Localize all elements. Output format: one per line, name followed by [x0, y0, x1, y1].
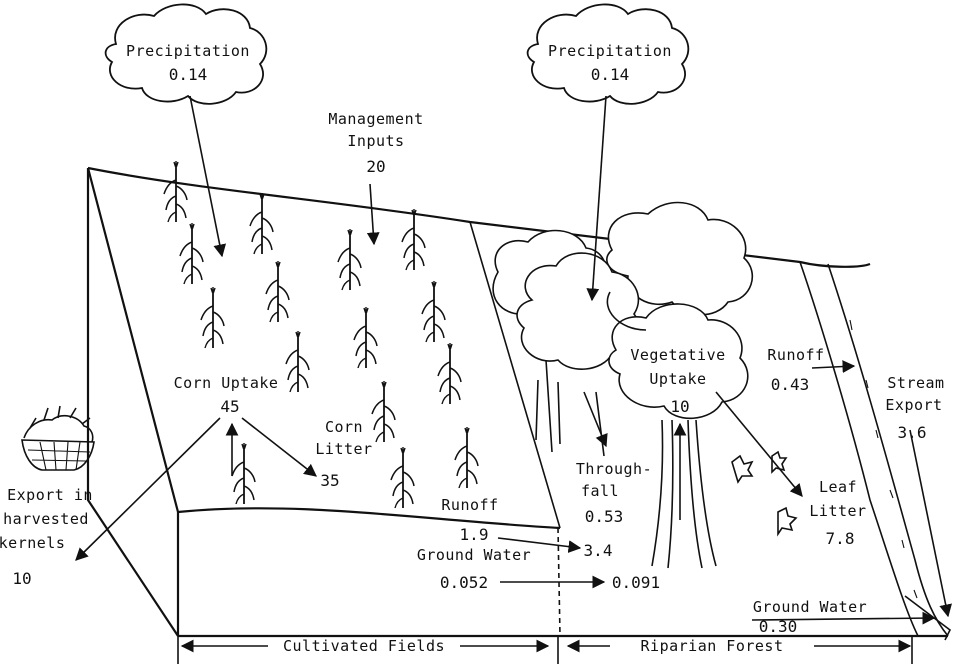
groundwater-forest-value: 0.30	[759, 617, 798, 636]
runoff-field-label: Runoff	[441, 496, 498, 514]
fallen-leaf-icon	[731, 450, 798, 537]
corn-plant-icon	[200, 286, 225, 349]
management-label-line2: Inputs	[347, 132, 404, 150]
flow-arrows	[75, 95, 952, 664]
precipitation-cloud-right	[526, 3, 690, 105]
corn-plant-icon	[371, 380, 396, 443]
export-label-line2: harvested	[3, 510, 89, 528]
throughfall-value: 0.53	[585, 507, 624, 526]
corn-plant-icon	[231, 442, 256, 505]
corn-plant-icon	[249, 192, 274, 255]
management-label-line1: Management	[328, 110, 423, 128]
corn-plant-icon	[163, 160, 188, 223]
harvest-basket-icon	[21, 405, 95, 471]
throughfall-label-line2: fall	[581, 482, 619, 500]
vegetative-uptake-label-line2: Uptake	[649, 370, 706, 388]
landscape-block	[86, 166, 952, 641]
throughfall-label-line1: Through-	[576, 460, 652, 478]
corn-uptake-value: 45	[220, 397, 239, 416]
export-label-line1: Export in	[7, 486, 93, 504]
corn-plant-icon	[390, 446, 415, 509]
corn-litter-label-line2: Litter	[315, 440, 372, 458]
groundwater-forest-label: Ground Water	[753, 598, 867, 616]
runoff-forest-label: Runoff	[767, 346, 824, 364]
corn-plant-icon	[337, 228, 362, 291]
riparian-trees	[492, 201, 754, 569]
corn-plant-icon	[401, 208, 426, 271]
corn-plant-icon	[285, 330, 310, 393]
groundwater-field-label: Ground Water	[417, 546, 531, 564]
stream-export-value: 3.6	[898, 423, 927, 442]
corn-plant-icon	[454, 426, 479, 489]
precipitation-label-right: Precipitation	[548, 42, 672, 60]
precipitation-label-left: Precipitation	[126, 42, 250, 60]
groundwater-field-value: 0.052	[440, 573, 488, 592]
corn-plant-icon	[421, 280, 446, 343]
leaf-litter-label-line1: Leaf	[819, 478, 857, 496]
stream-export-label-line2: Export	[885, 396, 942, 414]
corn-plant-icon	[179, 222, 204, 285]
corn-litter-value: 35	[320, 471, 339, 490]
corn-plant-icon	[353, 306, 378, 369]
riparian-forest-label: Riparian Forest	[641, 637, 784, 655]
vegetative-uptake-value: 10	[670, 397, 689, 416]
cultivated-fields-label: Cultivated Fields	[283, 637, 445, 655]
corn-litter-label-line1: Corn	[325, 418, 363, 436]
export-label-line3: kernels	[0, 534, 65, 552]
precipitation-value-left: 0.14	[169, 65, 208, 84]
corn-plant-icon	[437, 342, 462, 405]
vegetative-uptake-label-line1: Vegetative	[630, 346, 725, 364]
runoff-forest-value: 0.43	[771, 375, 810, 394]
corn-uptake-label: Corn Uptake	[174, 374, 279, 392]
precipitation-cloud-left	[104, 3, 268, 105]
corn-plant-icon	[265, 260, 290, 323]
leaf-litter-label-line2: Litter	[809, 502, 866, 520]
groundwater-to-forest-value: 0.091	[612, 573, 660, 592]
leaf-litter-value: 7.8	[826, 529, 855, 548]
management-value: 20	[366, 157, 385, 176]
export-value: 10	[12, 569, 31, 588]
precipitation-value-right: 0.14	[591, 65, 630, 84]
runoff-field-value: 1.9	[460, 525, 489, 544]
runoff-to-forest-value: 3.4	[584, 541, 613, 560]
stream-export-label-line1: Stream	[887, 374, 944, 392]
